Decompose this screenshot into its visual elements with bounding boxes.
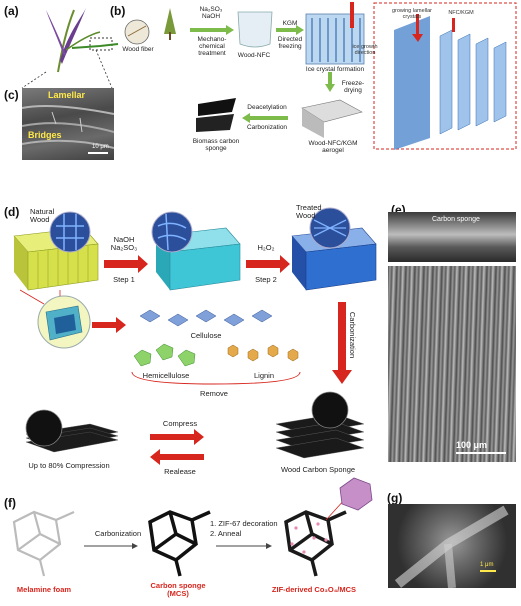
label-ice-crystal: Ice crystal formation [305,66,365,73]
label-aerogel: Wood-NFC/KGM aerogel [308,140,358,154]
scale-bar-c: 10 μm [92,144,109,150]
scale-bar-line-g [480,570,496,572]
label-melamine-foam: Melamine foam [16,585,72,594]
label-bridges: Bridges [28,130,62,140]
panel-label-f: (f) [4,496,16,510]
panel-label-c: (c) [4,88,19,102]
label-zif-step1: 1. ZIF-67 decoration [210,519,278,528]
panel-label-d: (d) [4,205,20,219]
label-lignin: Lignin [253,371,275,380]
label-freeze-drying: Freeze- drying [341,80,365,94]
label-carbonization-b: Carbonization [246,124,288,131]
label-zif-step2: 2. Anneal [210,529,242,538]
panel-label-a: (a) [4,4,19,18]
sem-image-zif [388,504,516,588]
label-step2: Step 2 [255,275,277,284]
label-carbon-sponge-mcs: Carbon sponge (MCS) [150,581,206,598]
label-natural-wood: Natural Wood [30,207,55,224]
label-growing-lamellar: growing lamellar crystals [391,8,433,20]
label-lamellar: Lamellar [48,90,86,100]
label-kgm: KGM [282,20,298,27]
label-carbonization-f: Carbonization [94,529,142,538]
label-cellulose: Cellulose [190,331,222,340]
label-treated-wood: Treated Wood [296,203,322,220]
sem-image-carbon-sponge-fibers [388,266,516,462]
label-compression: Up to 80% Compression [28,461,110,470]
label-step1: Step 1 [113,275,135,284]
label-release: Realease [164,467,196,476]
label-biomass-sponge: Biomass carbon sponge [192,138,240,152]
label-reagents-b: Na₂SO₃ NaOH [199,6,223,20]
label-wood-nfc: Wood-NFC [237,52,271,59]
label-mechano: Mechano- chemical treatment [197,36,227,57]
label-nfc-kgm: NFC/KGM [448,10,474,16]
label-directed-freezing: Directed freezing [277,36,303,50]
label-step2-reagent: H₂O₂ [257,243,275,252]
panel-label-g: (g) [387,491,403,505]
sem-image-carbon-sponge-top [388,212,516,262]
label-ice-growth: ice growth direction [352,44,378,56]
label-zif-derived: ZIF-derived Co₃O₄/MCS [271,585,357,594]
scale-bar-line-e [456,452,506,454]
label-remove: Remove [200,389,228,398]
label-hemicellulose: Hemicellulose [142,371,190,380]
sem-image-lamellar [22,88,114,160]
label-step1-reagents: NaOH Na₂SO₃ [110,235,138,252]
label-compress: Compress [162,419,198,428]
label-wood-carbon-sponge: Wood Carbon Sponge [280,465,356,474]
label-wood-fiber: Wood fiber [122,46,154,53]
label-carbon-sponge-e: Carbon sponge [432,216,480,223]
scale-bar-line-c [88,152,108,154]
label-deacetylation: Deacetylation [247,104,287,111]
scale-bar-g: 1 μm [480,562,494,568]
scale-bar-e: 100 μm [456,440,488,450]
panel-label-b: (b) [110,4,126,18]
